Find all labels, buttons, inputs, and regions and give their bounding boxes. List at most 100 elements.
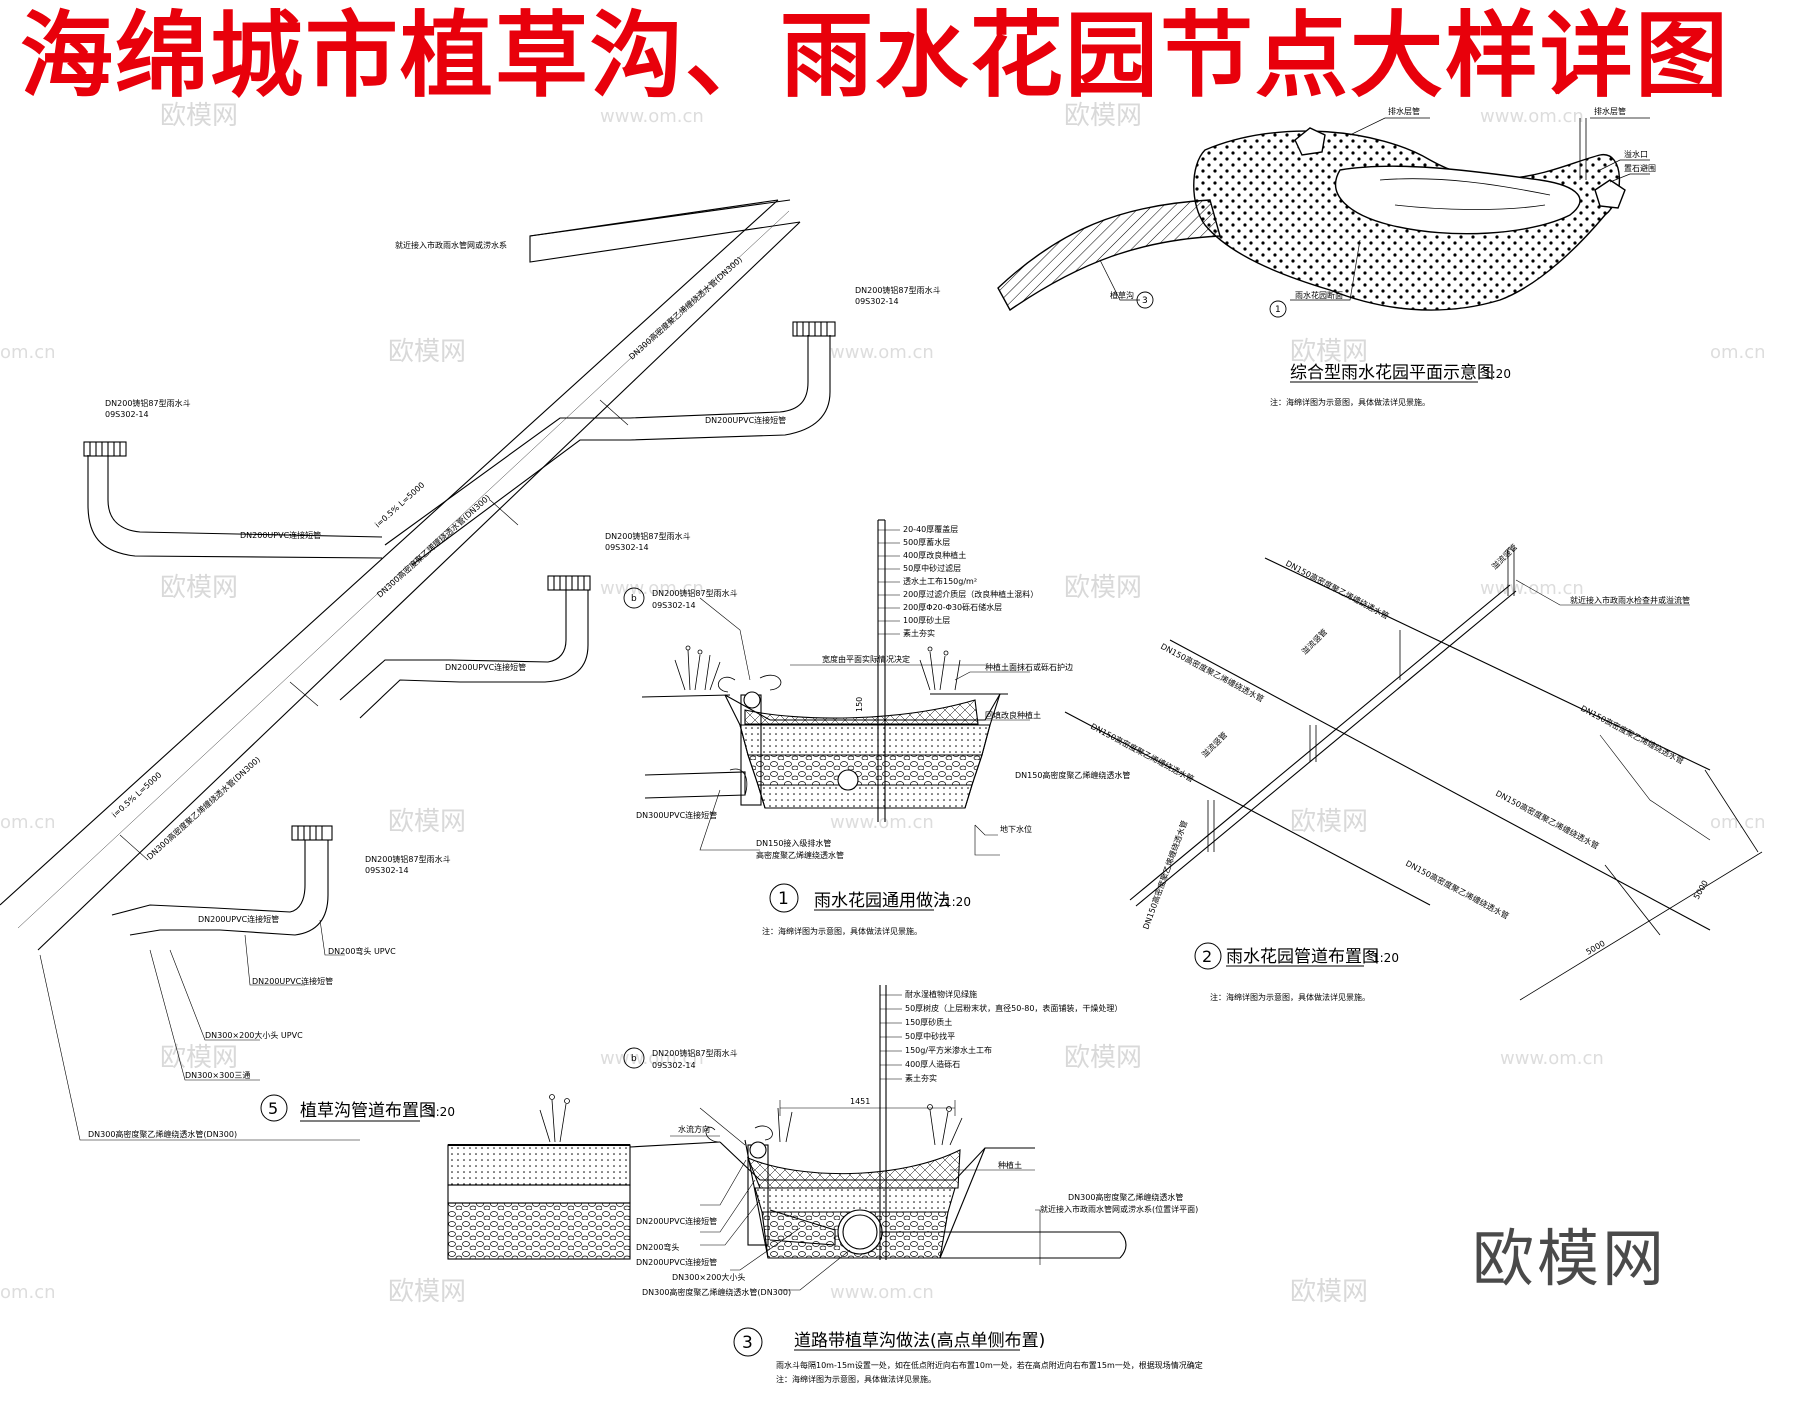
garden-layer-4: 透水土工布150g/m² — [903, 576, 977, 586]
road-layer-4: 150g/平方米渗水土工布 — [905, 1045, 992, 1055]
plan-label-plant: 植草沟 — [1110, 290, 1134, 300]
inner-basin — [1334, 165, 1581, 235]
pipe-label-branch-e: DN200UPVC连接短管 — [252, 976, 333, 986]
garden-dim: 150 — [855, 697, 864, 712]
garden-inlet-marker: b — [631, 594, 637, 604]
watermark-text: 欧模网 — [160, 101, 238, 131]
garden-scale: 1:20 — [944, 895, 971, 909]
plan-scale: 1:20 — [1484, 367, 1511, 381]
road-layer-3: 50厚中砂找平 — [905, 1031, 955, 1041]
gp-riser-a: 溢流竖管 — [1299, 627, 1329, 657]
plan-label-section: 雨水花园断面 — [1295, 290, 1343, 300]
gp-riser-b: 溢流竖管 — [1199, 730, 1229, 760]
pipe-label-bottom: DN300高密度聚乙烯缠绕透水管(DN300) — [88, 1129, 237, 1139]
pipe-label-inlet-code-d: 09S302-14 — [365, 866, 409, 875]
road-flow: 水流方向 — [678, 1124, 710, 1134]
pipe-label-inlet-code: 09S302-14 — [855, 297, 899, 306]
watermark-text: 欧模网 — [1064, 1043, 1142, 1073]
plan-label-stone: 置石避围 — [1624, 163, 1656, 173]
pipe-label-tee: DN300×300三通 — [185, 1070, 250, 1080]
pipe-label-branch-b: DN200UPVC连接短管 — [240, 530, 321, 540]
pipe-label-reducer: DN300×200大小头 UPVC — [205, 1030, 303, 1040]
stone — [1294, 127, 1326, 156]
watermark-url: om.cn — [1710, 342, 1766, 363]
garden-marker: 1 — [778, 889, 789, 909]
garden-inlet-code: 09S302-14 — [652, 601, 696, 610]
watermark-url: om.cn — [1710, 812, 1766, 833]
plan-marker-plant: 3 — [1142, 296, 1148, 306]
pipe-label-inlet-a: DN200铸铝87型雨水斗 — [855, 285, 941, 295]
garden-section — [623, 519, 1030, 913]
garden-drain2: 高密度聚乙烯缠绕透水管 — [756, 850, 844, 860]
gp-marker: 2 — [1202, 947, 1212, 966]
garden-layer-3: 50厚中砂过滤层 — [903, 563, 961, 573]
gp-scale: 1:20 — [1372, 951, 1399, 965]
garden-caption: 雨水花园通用做法 — [814, 891, 950, 911]
gp-pipe-e: DN150高密度聚乙烯缠绕透水管 — [1494, 788, 1601, 851]
garden-layer-7: 100厚砂土层 — [903, 615, 950, 625]
gp-caption: 雨水花园管道布置图 — [1226, 947, 1379, 967]
pipe-layout-scale: 1:20 — [428, 1105, 455, 1119]
plan-marker-section: 1 — [1275, 305, 1281, 315]
pipe-label-inlet-b: DN200铸铝87型雨水斗 — [105, 398, 191, 408]
gp-pipe-f: DN150高密度聚乙烯缠绕透水管 — [1404, 858, 1511, 921]
watermark-url: om.cn — [0, 342, 56, 363]
watermark-url: om.cn — [0, 812, 56, 833]
plan-caption: 综合型雨水花园平面示意图 — [1290, 363, 1494, 383]
gp-main-b: DN150高密度聚乙烯缠绕透水管 — [1140, 819, 1189, 931]
gp-outlet: 就近接入市政雨水检查井或溢流管 — [1570, 595, 1690, 605]
road-p2: DN200弯头 — [636, 1242, 679, 1252]
watermark-text: 欧模网 — [160, 573, 238, 603]
swale-strip — [997, 199, 1221, 312]
road-inlet-marker: b — [631, 1054, 637, 1064]
garden-drain: DN150接入级排水管 — [756, 838, 831, 848]
watermark-url: om.cn — [0, 1282, 56, 1303]
road-note1: 雨水斗每隔10m-15m设置一处，如在低点附近向右布置10m一处，若在高点附近向… — [776, 1360, 1203, 1370]
garden-section-labels: DN200铸铝87型雨水斗 09S302-14 b 20-40厚覆盖层 500厚… — [631, 524, 1073, 936]
stone — [1594, 179, 1626, 209]
road-layer-1: 50厚树皮（上层粉末状，直径50-80，表面铺装，干燥处理） — [905, 1003, 1122, 1013]
watermark-url: www.om.cn — [830, 342, 934, 363]
gp-dim-a: 5000 — [1692, 879, 1710, 901]
pipe-label-branch-d: DN200UPVC连接短管 — [198, 914, 279, 924]
pipe-label-elbow: DN200弯头 UPVC — [328, 946, 396, 956]
road-inlet-code: 09S302-14 — [652, 1061, 696, 1070]
pipe-label-inlet-code-c: 09S302-14 — [605, 543, 649, 552]
gp-pipe-b: DN150高密度聚乙烯缠绕透水管 — [1159, 641, 1266, 704]
plan-label-top1: 排水层管 — [1388, 106, 1420, 116]
road-layer-0: 耐水湿植物详见绿施 — [905, 989, 977, 999]
garden-pipe: DN300UPVC连接短管 — [636, 810, 717, 820]
watermark-url: www.om.cn — [1480, 578, 1584, 599]
garden-layer-5: 200厚过滤介质层（改良种植土混料） — [903, 589, 1038, 599]
garden-layer-6: 200厚Φ20-Φ30砾石储水层 — [903, 602, 1002, 612]
road-p4: DN300×200大小头 — [672, 1272, 745, 1282]
road-p5: DN300高密度聚乙烯缠绕透水管(DN300) — [642, 1287, 791, 1297]
road-main-pipe: DN300高密度聚乙烯缠绕透水管 — [1068, 1192, 1183, 1202]
plan-label-top2: 排水层管 — [1594, 106, 1626, 116]
pipe-label-branch-c: DN200UPVC连接短管 — [445, 662, 526, 672]
road-layer-6: 素土夯实 — [905, 1073, 937, 1083]
brand-watermark: 欧模网 — [1472, 1222, 1668, 1295]
pipe-label-main-a: DN300高密度聚乙烯缠绕透水管(DN300) — [627, 254, 744, 361]
road-swale-section — [447, 985, 1127, 1357]
pipe-label-main-c: DN300高密度聚乙烯缠绕透水管(DN300) — [145, 754, 262, 861]
garden-soil: 回填改良种植土 — [985, 710, 1041, 720]
pipe-layout-marker: 5 — [268, 1099, 278, 1118]
watermark-text: 欧模网 — [1290, 1277, 1368, 1307]
road-caption: 道路带植草沟做法(高点单侧布置) — [794, 1331, 1045, 1351]
watermark-text: 欧模网 — [1064, 573, 1142, 603]
pipe-layout-caption: 植草沟管道布置图 — [300, 1101, 436, 1121]
pipe-label-outlet: 就近接入市政雨水管网或涝水系 — [395, 240, 507, 250]
garden-layer-1: 500厚蓄水层 — [903, 537, 950, 547]
road-note2: 注：海绵详图为示意图，具体做法详见景施。 — [776, 1374, 936, 1384]
road-soil: 种植土 — [998, 1160, 1022, 1170]
road-p1: DN200UPVC连接短管 — [636, 1216, 717, 1226]
watermark-text: 欧模网 — [160, 1043, 238, 1073]
road-outlet: 就近接入市政雨水管网或涝水系(位置详平面) — [1040, 1204, 1198, 1214]
watermark-text: 欧模网 — [1290, 807, 1368, 837]
plants — [674, 645, 961, 691]
garden-pipe-layout — [1064, 548, 1763, 1001]
pipe-label-inlet-c: DN200铸铝87型雨水斗 — [605, 531, 691, 541]
pipe-label-inlet-d: DN200铸铝87型雨水斗 — [365, 854, 451, 864]
